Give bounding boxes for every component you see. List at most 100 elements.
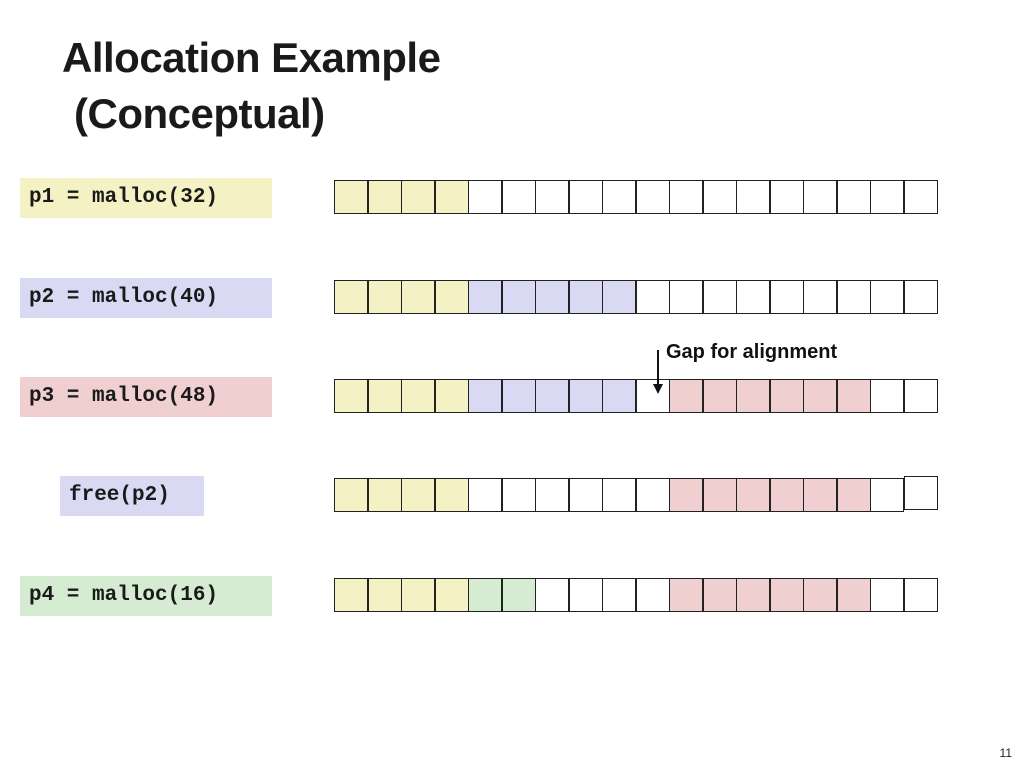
heap-block-p1: [334, 180, 368, 214]
heap-block-p3: [769, 478, 804, 512]
heap-block-free: [903, 476, 938, 510]
heap-block-p2: [468, 379, 502, 413]
heap-block-p1: [367, 379, 402, 413]
heap-block-p1: [434, 478, 469, 512]
heap-block-free: [635, 478, 670, 512]
heap-block-free: [535, 578, 569, 612]
heap-block-p1: [334, 280, 368, 314]
heap-block-free: [769, 280, 804, 314]
heap-block-free: [836, 280, 871, 314]
heap-block-p3: [736, 379, 770, 413]
heap-block-p2: [568, 379, 603, 413]
step-label-3: p3 = malloc(48): [20, 377, 272, 417]
heap-block-p1: [367, 478, 402, 512]
heap-block-p1: [334, 478, 368, 512]
heap-block-p1: [334, 578, 368, 612]
heap-block-free: [803, 180, 837, 214]
heap-block-free: [501, 478, 536, 512]
heap-block-p3: [669, 478, 703, 512]
heap-row-5: [334, 578, 938, 614]
heap-block-p1: [401, 478, 435, 512]
heap-block-p3: [702, 578, 737, 612]
title-line-1: Allocation Example: [62, 34, 441, 81]
heap-block-p3: [736, 478, 770, 512]
heap-block-free: [669, 180, 703, 214]
heap-block-free: [870, 478, 904, 512]
down-arrow-icon: [653, 350, 663, 394]
heap-block-p1: [334, 379, 368, 413]
heap-block-p2: [568, 280, 603, 314]
heap-block-p3: [836, 478, 871, 512]
heap-block-free: [870, 280, 904, 314]
heap-block-free: [568, 578, 603, 612]
heap-block-p3: [836, 578, 871, 612]
heap-block-p1: [367, 578, 402, 612]
heap-row-1: [334, 180, 938, 216]
heap-block-p3: [769, 578, 804, 612]
heap-row-3: [334, 379, 938, 415]
heap-block-p3: [769, 379, 804, 413]
heap-block-p4: [501, 578, 536, 612]
heap-block-p3: [803, 578, 837, 612]
heap-block-free: [803, 280, 837, 314]
heap-block-p1: [434, 578, 469, 612]
step-label-1: p1 = malloc(32): [20, 178, 272, 218]
step-label-4: free(p2): [60, 476, 204, 516]
heap-block-free: [535, 180, 569, 214]
heap-block-free: [501, 180, 536, 214]
heap-block-free: [568, 478, 603, 512]
heap-block-p2: [468, 280, 502, 314]
heap-block-p3: [803, 478, 837, 512]
heap-block-p2: [602, 379, 636, 413]
step-label-5: p4 = malloc(16): [20, 576, 272, 616]
heap-block-p3: [669, 379, 703, 413]
page-number: 11: [999, 746, 1012, 760]
heap-block-free: [535, 478, 569, 512]
heap-block-free: [903, 180, 938, 214]
heap-block-p3: [803, 379, 837, 413]
heap-block-p1: [367, 180, 402, 214]
heap-block-free: [635, 578, 670, 612]
heap-block-p1: [401, 379, 435, 413]
heap-block-free: [635, 280, 670, 314]
heap-block-free: [836, 180, 871, 214]
heap-block-free: [602, 478, 636, 512]
heap-block-free: [903, 379, 938, 413]
heap-block-free: [736, 180, 770, 214]
heap-block-free: [736, 280, 770, 314]
heap-block-free: [903, 578, 938, 612]
heap-row-4: [334, 476, 938, 514]
heap-block-free: [568, 180, 603, 214]
heap-row-2: [334, 280, 938, 316]
heap-block-free: [635, 379, 670, 413]
slide-title: Allocation Example (Conceptual): [62, 30, 441, 142]
heap-block-free: [903, 280, 938, 314]
heap-block-p3: [736, 578, 770, 612]
heap-block-p2: [535, 379, 569, 413]
heap-block-p2: [501, 379, 536, 413]
heap-block-free: [468, 180, 502, 214]
heap-block-free: [468, 478, 502, 512]
heap-block-p2: [501, 280, 536, 314]
heap-block-free: [870, 180, 904, 214]
heap-block-p3: [669, 578, 703, 612]
heap-block-p1: [401, 280, 435, 314]
gap-annotation: Gap for alignment: [666, 341, 838, 363]
heap-block-p2: [602, 280, 636, 314]
heap-block-free: [702, 180, 737, 214]
heap-block-p1: [401, 180, 435, 214]
heap-block-p1: [434, 180, 469, 214]
heap-block-free: [602, 578, 636, 612]
heap-block-p2: [535, 280, 569, 314]
heap-block-p3: [702, 478, 737, 512]
heap-block-p3: [836, 379, 871, 413]
heap-block-free: [669, 280, 703, 314]
step-label-2: p2 = malloc(40): [20, 278, 272, 318]
heap-block-p1: [401, 578, 435, 612]
heap-block-free: [702, 280, 737, 314]
heap-block-p1: [434, 280, 469, 314]
heap-block-p1: [367, 280, 402, 314]
heap-block-free: [602, 180, 636, 214]
heap-block-p1: [434, 379, 469, 413]
heap-block-free: [769, 180, 804, 214]
